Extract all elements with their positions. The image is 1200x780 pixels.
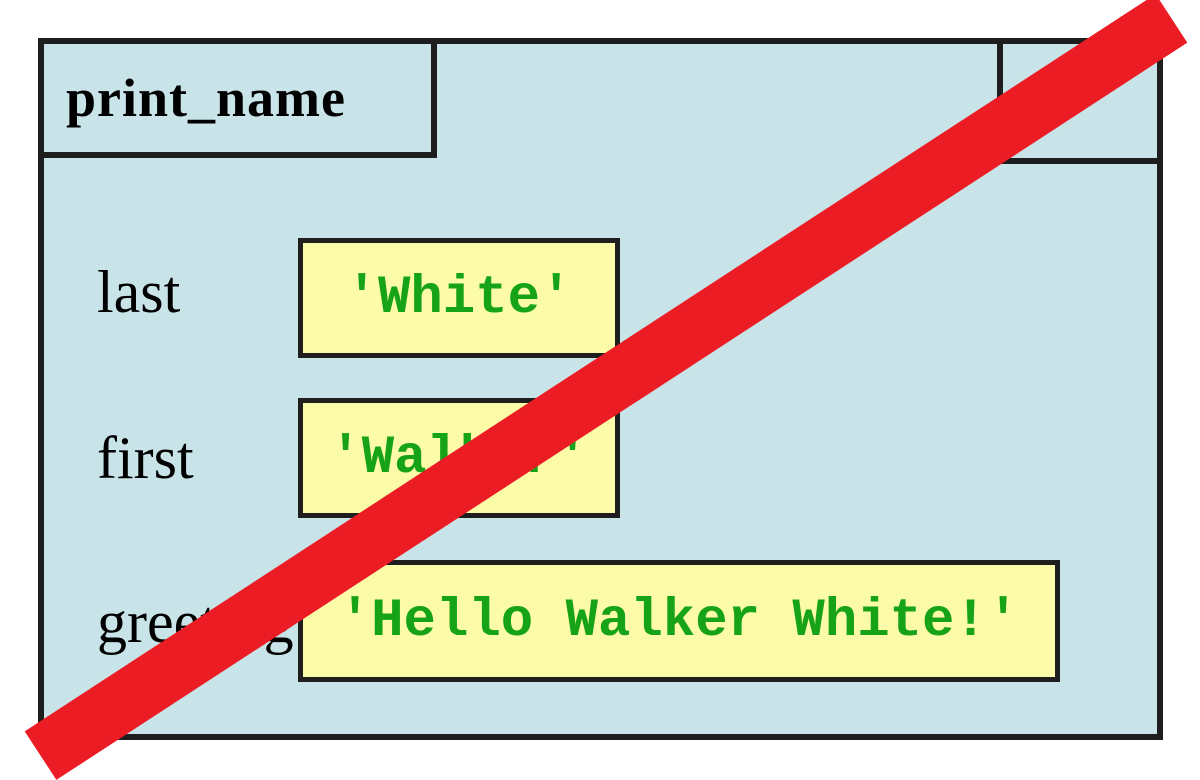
variable-value-last: 'White' — [298, 238, 620, 358]
frame-title: print_name — [66, 68, 346, 128]
variable-name-first: first — [97, 425, 194, 491]
frame-title-tab: print_name — [38, 38, 437, 158]
variable-value-greeting: 'Hello Walker White!' — [298, 560, 1060, 682]
variable-name-last: last — [97, 259, 181, 325]
